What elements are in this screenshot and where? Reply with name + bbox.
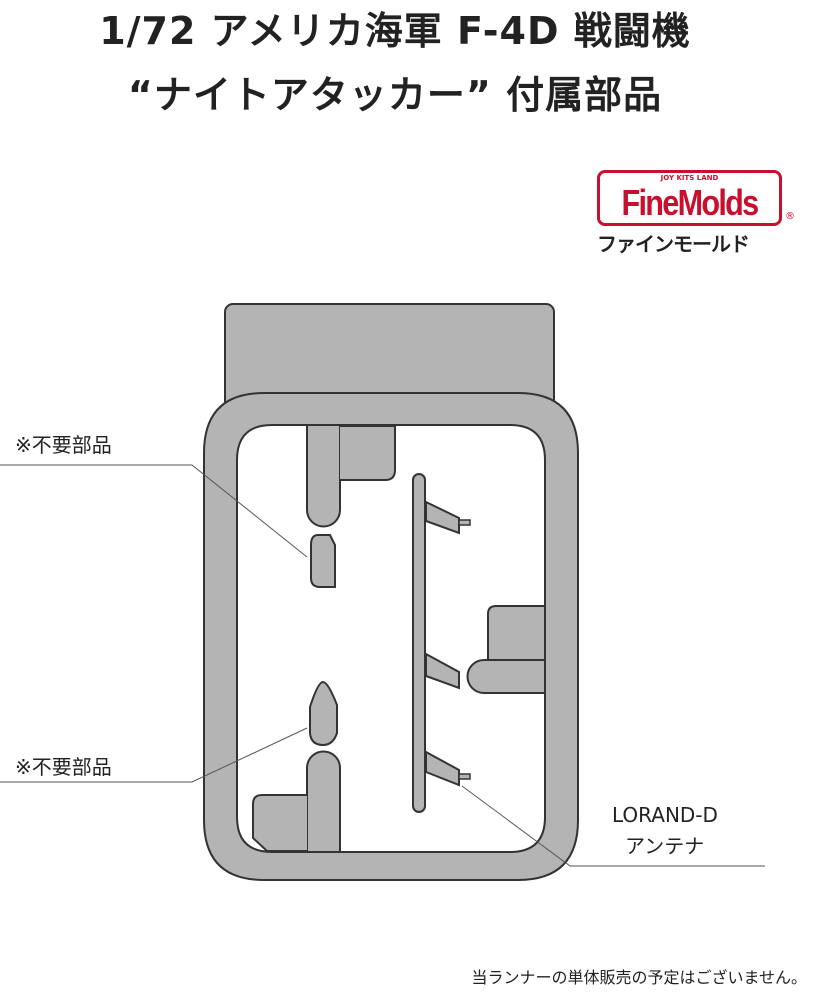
leader-line-lower [0,727,308,783]
antenna-rod [412,473,426,813]
right-stub [466,659,544,694]
upper-block [340,425,396,481]
antenna-pin-lower [458,773,471,780]
upper-sprue [306,426,341,528]
unneeded-part-upper [310,534,336,588]
runner-frame [203,392,579,881]
lower-left-block [252,794,307,852]
title-line-2: “ナイトアタッカー” 付属部品 [127,73,663,117]
finemolds-logo: JOY KITS LAND FineMolds ® ファインモールド [597,170,795,256]
logo-kana: ファインモールド [597,232,750,256]
logo-tagline: JOY KITS LAND [660,174,719,182]
callout-unneeded-lower: ※不要部品 [15,755,112,779]
callout-antenna-name: LORAND-D [612,803,718,827]
right-block [487,605,544,661]
lower-sprue [306,750,341,851]
callout-antenna-kana: アンテナ [625,834,705,858]
logo-brand: FineMolds [621,182,760,223]
title-line-1: 1/72 アメリカ海軍 F-4D 戦闘機 [99,9,691,53]
logo-registered: ® [785,211,795,222]
antenna-pin-upper [458,519,471,526]
leader-line-antenna [461,785,765,867]
unneeded-part-lower [309,680,338,747]
antenna-fin-lower [425,750,460,787]
antenna-fin-upper [425,500,460,535]
callout-unneeded-upper: ※不要部品 [15,433,112,457]
antenna-fin-middle [425,652,460,690]
leader-line-upper [0,464,308,558]
footer-note: 当ランナーの単体販売の予定はございません。 [471,968,807,987]
